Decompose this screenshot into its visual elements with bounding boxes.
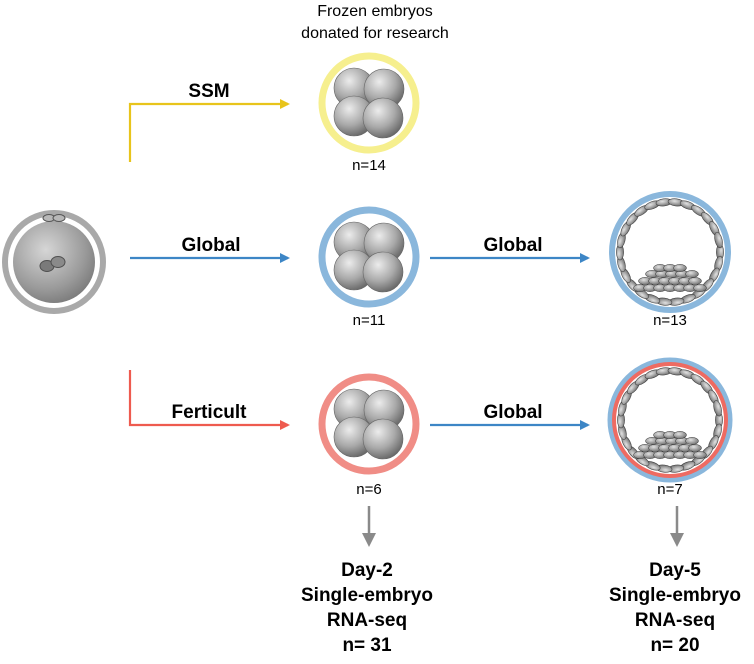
global-count: n=11 xyxy=(353,312,386,329)
day5-result-line-4: n= 20 xyxy=(650,635,699,656)
inner-cell-mass-cell xyxy=(673,431,687,439)
day5-result-line-2: Single-embryo xyxy=(609,585,741,606)
day2-result-line-4: n= 31 xyxy=(342,635,392,656)
day5-result-line-3: RNA-seq xyxy=(635,610,715,631)
ssm-arrow xyxy=(128,99,290,162)
ferticult-four-cell-embryo-icon xyxy=(318,373,420,475)
header-line-2: donated for research xyxy=(301,25,449,42)
global-day5-label: Global xyxy=(483,235,542,256)
day2-result-line-1: Day-2 xyxy=(341,560,393,581)
inner-cell-mass-cell xyxy=(685,437,699,445)
global-four-cell-embryo-icon xyxy=(318,206,420,308)
zygote-embryo-icon xyxy=(2,210,106,314)
ssm-count: n=14 xyxy=(352,157,386,174)
trophectoderm-cell xyxy=(714,231,723,249)
header-line-1: Frozen embryos xyxy=(317,3,433,20)
ssm-label: SSM xyxy=(188,81,229,102)
global-blastocyst-count: n=13 xyxy=(653,312,687,329)
trophectoderm-cell xyxy=(713,400,722,417)
inner-cell-mass-cell xyxy=(673,264,687,272)
inner-cell-mass-cell xyxy=(693,451,707,459)
ferticult-label: Ferticult xyxy=(172,402,248,423)
ferticult-day5-label: Global xyxy=(483,402,542,423)
ferticult-blastocyst-icon xyxy=(607,357,733,483)
day2-result-line-3: RNA-seq xyxy=(327,610,407,631)
ferticult-blastocyst-count: n=7 xyxy=(657,481,682,498)
ssm-four-cell-embryo-icon xyxy=(318,52,420,154)
inner-cell-mass-cell xyxy=(693,284,707,292)
ferticult-arrow xyxy=(128,370,290,430)
inner-cell-mass-cell xyxy=(685,270,699,278)
day2-result-line-2: Single-embryo xyxy=(301,585,433,606)
inner-cell-mass-cell xyxy=(688,444,702,452)
global-label: Global xyxy=(181,235,240,256)
ferticult-count: n=6 xyxy=(356,481,381,498)
inner-cell-mass-cell xyxy=(688,277,702,285)
global-blastocyst-icon xyxy=(609,191,731,313)
day5-result-line-1: Day-5 xyxy=(649,560,701,581)
